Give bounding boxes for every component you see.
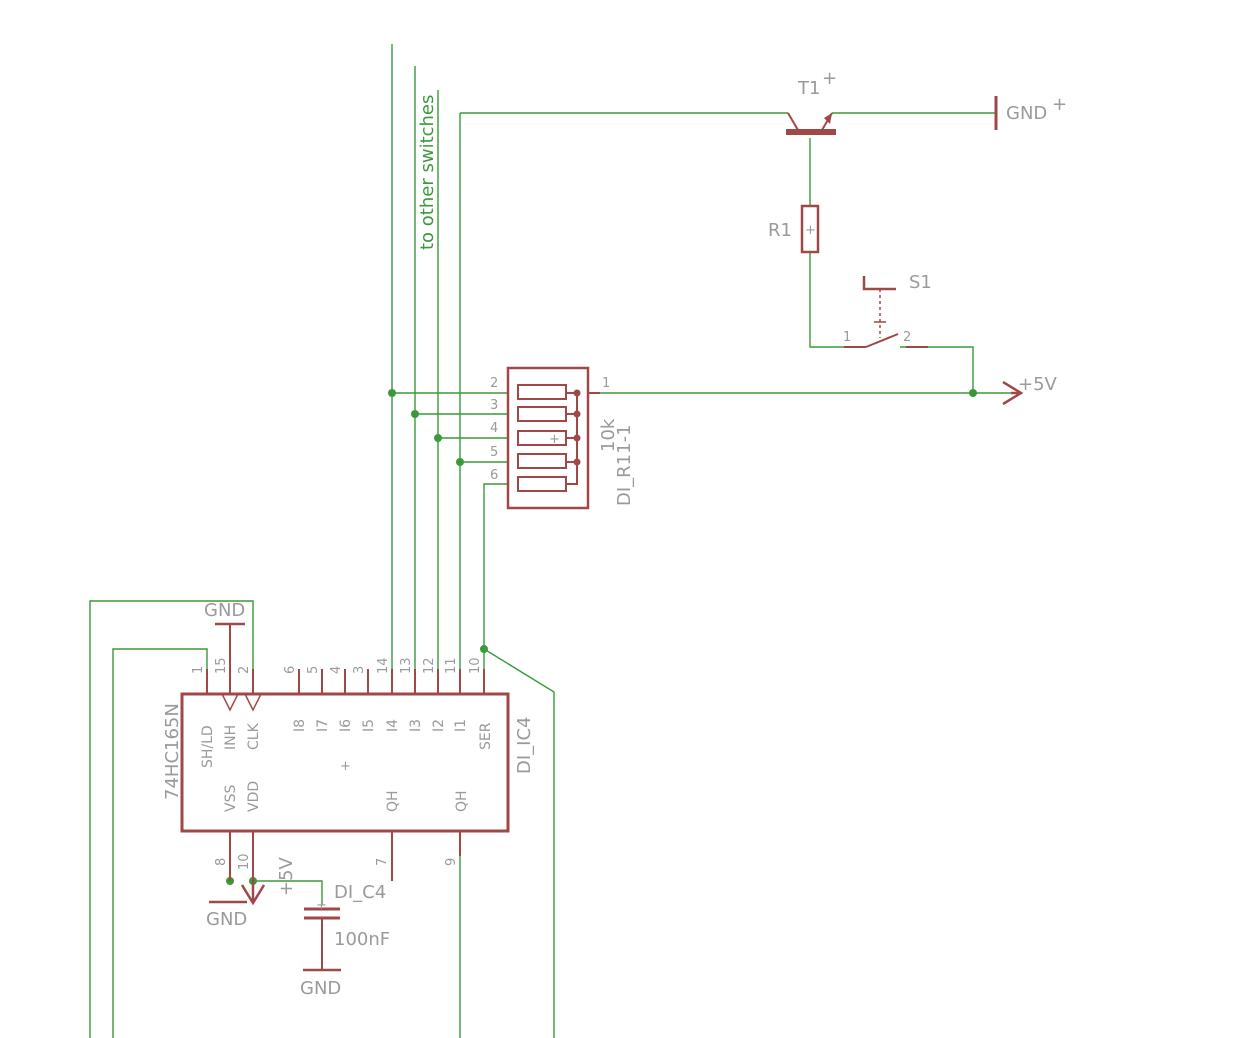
gnd-plus-mark: + [1052, 94, 1067, 115]
ic-pin-name: CLK [246, 722, 262, 750]
wire-left-outer [89, 600, 254, 1038]
ic-pin-number: 5 [306, 666, 321, 674]
wire-switch-5v [900, 346, 974, 393]
ic-pin-name: I3 [408, 719, 424, 732]
svg-text:+: + [340, 759, 351, 774]
ic-pin-number: 4 [329, 666, 344, 674]
gnd-label-top: GND [1006, 103, 1047, 124]
net-label-to-other-switches: to other switches [417, 95, 438, 250]
svg-text:+: + [549, 432, 560, 447]
resistor-name: R1 [768, 220, 792, 241]
ic-pin-number: 6 [283, 666, 298, 674]
vcc-label-bottom: +5V [276, 856, 297, 896]
ic-pin-number: 10 [468, 657, 483, 674]
ic-pin-name: SER [478, 722, 494, 750]
wire-left-inner [112, 648, 208, 1038]
svg-text:+: + [805, 223, 816, 238]
transistor-t1: T1 + [786, 68, 837, 135]
junction-dot [969, 389, 977, 397]
switch-name: S1 [909, 272, 932, 293]
ic-pin-number: 12 [422, 657, 437, 674]
ic-pin-number: 11 [444, 657, 459, 674]
rnet-pin-label: 6 [490, 468, 498, 483]
ic-pin-name: I5 [361, 719, 377, 732]
rnet-pin-label: 3 [490, 398, 498, 413]
ic-pin-number: 1 [191, 666, 206, 674]
junctions [226, 389, 977, 885]
ic-pin-name: I4 [385, 719, 401, 732]
switch-s1: 1 2 S1 [843, 272, 932, 348]
ic-name-label: DI_IC4 [514, 717, 535, 775]
ic-gnd-label: GND [204, 600, 245, 621]
ic-pin-number: 9 [444, 858, 459, 866]
wire-r1-switch [809, 252, 866, 348]
ic-pin-number: 7 [375, 858, 390, 866]
ic-pin-name: QH [385, 790, 401, 812]
ic-74hc165n: + GND 1 15 2 6 5 4 3 14 13 [162, 600, 535, 881]
wires [89, 44, 1015, 1038]
gnd-label-bottom-left: GND [206, 909, 247, 930]
rnet-pin-label: 2 [490, 376, 498, 391]
svg-text:+: + [316, 898, 327, 913]
ic-top-pin-stubs [206, 624, 485, 694]
rnet-value: 10k [598, 418, 619, 452]
ic-pin-name: VDD [246, 781, 262, 812]
rnet-pin-label: 1 [602, 376, 610, 391]
vcc-symbol-right: +5V [1002, 374, 1058, 406]
ic-pin-name: I2 [431, 719, 447, 732]
ic-pin-name: I8 [292, 719, 308, 732]
rnet-pin-label: 4 [490, 421, 498, 436]
rnet-pin-label: 5 [490, 445, 498, 460]
ic-pin-name: INH [223, 725, 239, 750]
bottom-supply: GND +5V + DI_C4 100nF GND [206, 856, 390, 999]
transistor-name: T1 [797, 78, 820, 99]
ic-pin-name: QH [454, 790, 470, 812]
ic-pin-name: SH/LD [200, 725, 216, 768]
ic-pin-name: VSS [223, 785, 239, 812]
ic-pin-name: I1 [453, 719, 469, 732]
wire-rn-pin6-ser [483, 483, 508, 694]
capacitor-value: 100nF [334, 929, 390, 950]
resistor-r1: + R1 [768, 204, 820, 254]
ic-pin-number: 10 [237, 853, 252, 870]
junction-dot [456, 458, 464, 466]
junction-dot [388, 389, 396, 397]
ic-pin-number: 13 [399, 657, 414, 674]
capacitor-name: DI_C4 [334, 882, 386, 903]
junction-dot [480, 645, 488, 653]
ic-pin-number: 8 [214, 858, 229, 866]
junction-dot [411, 410, 419, 418]
vcc-label-right: +5V [1018, 374, 1058, 395]
junction-dot [434, 434, 442, 442]
gnd-label-capacitor: GND [300, 978, 341, 999]
ic-pin-number: 3 [352, 666, 367, 674]
ic-pin-number: 2 [237, 666, 252, 674]
switch-pin-2: 2 [903, 330, 911, 345]
switch-pin-1: 1 [843, 330, 851, 345]
ic-pin-number: 15 [214, 657, 229, 674]
wire-ser-out [483, 648, 555, 1038]
rnet-name: DI_R11-1 [614, 424, 635, 506]
ic-part-label: 74HC165N [162, 703, 183, 800]
ic-pin-number: 14 [376, 657, 391, 674]
gnd-symbol-top: GND + [994, 94, 1067, 130]
ic-pin-name: I6 [338, 719, 354, 732]
resistor-network: + 2 3 4 5 6 1 10k DI_R11-1 [490, 366, 635, 510]
ic-pin-name: I7 [315, 719, 331, 732]
transistor-plus-mark: + [822, 68, 837, 89]
wire-vdd-cap [253, 880, 323, 905]
